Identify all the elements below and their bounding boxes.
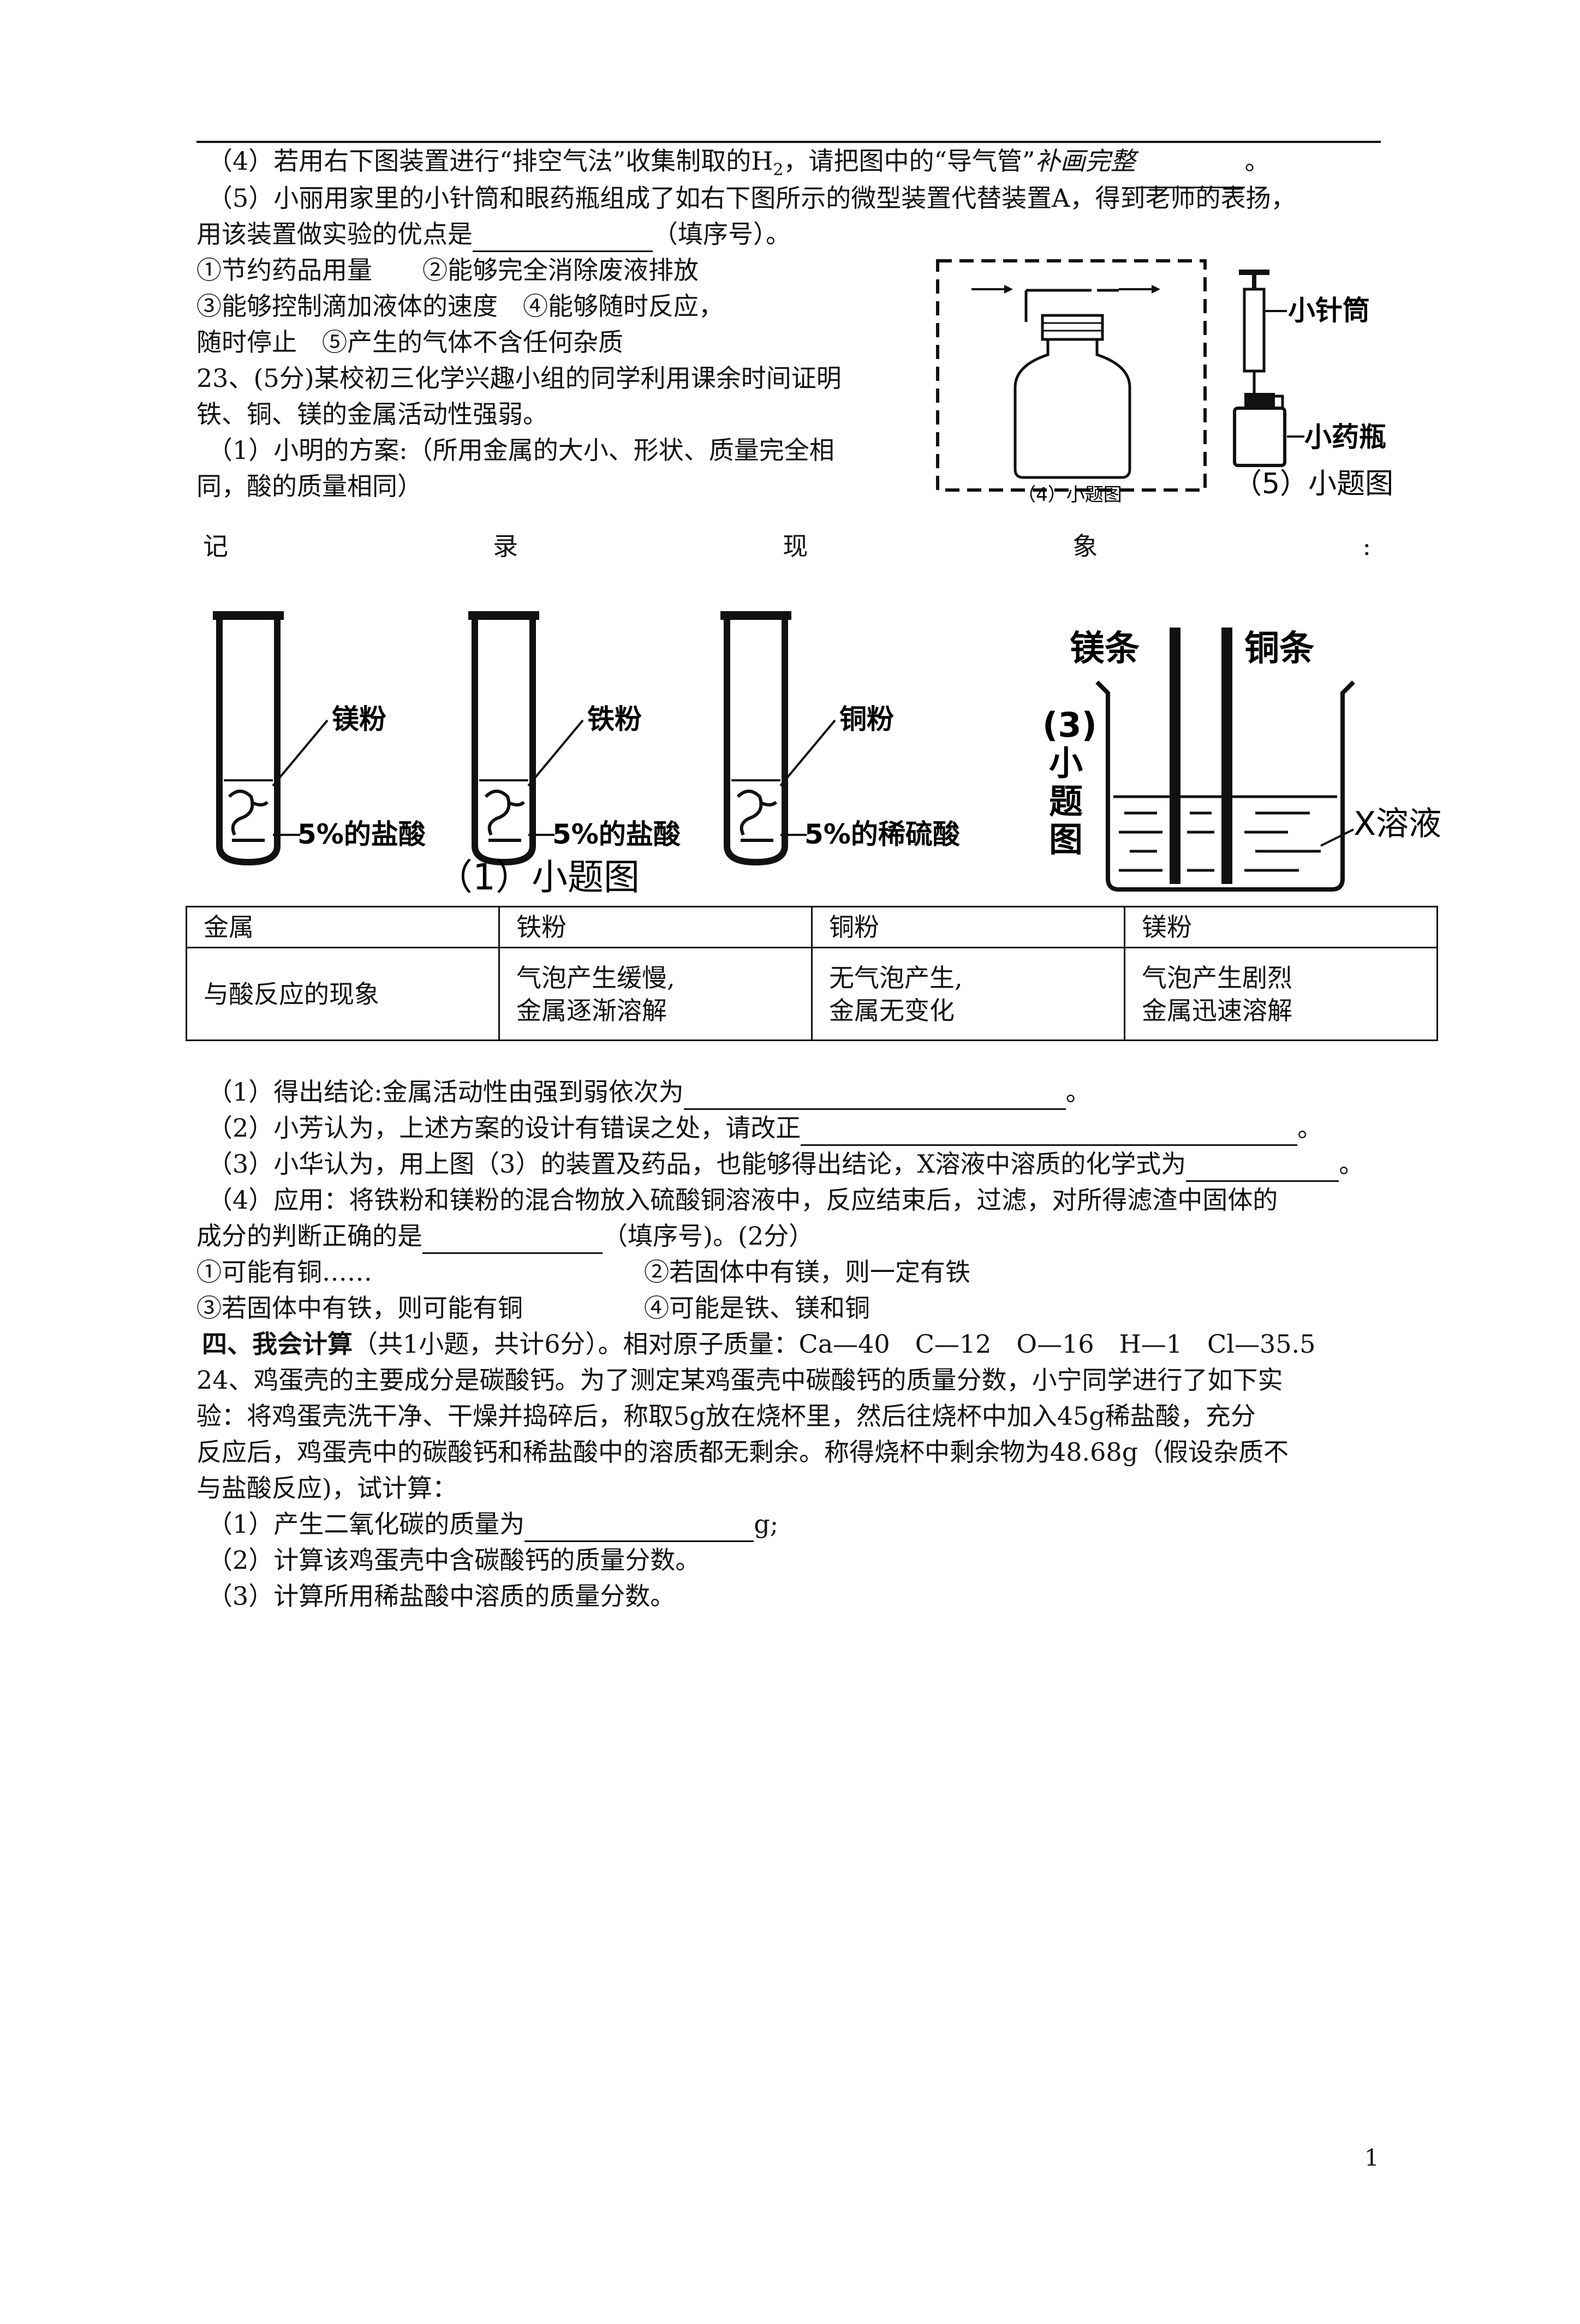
test-tube-3: 铜粉 5%的稀硫酸	[720, 611, 961, 866]
label-h2so4: 5%的稀硫酸	[804, 819, 961, 850]
figure-3-beaker: 镁条 铜条 X溶液 (3) 小 题 图	[1042, 628, 1441, 892]
q23-conclusion-1: （1）得出结论:金属活动性由强到弱依次为。	[207, 1074, 1091, 1110]
stopper	[1041, 314, 1104, 341]
table-cell: 无气泡产生,金属无变化	[811, 947, 1125, 1041]
record-phenomena-line: 记 录 现 象 :	[203, 531, 1371, 561]
bottle-label: 小药瓶	[1304, 421, 1386, 453]
q23-conclusion-4b: 成分的判断正确的是（填序号)。(2分）	[196, 1218, 814, 1254]
figure-5-caption: （5）小题图	[1233, 468, 1393, 500]
q23-line4: 同，酸的质量相同）	[196, 471, 422, 501]
answer-blank[interactable]	[801, 1117, 1298, 1146]
label-cu-powder: 铜粉	[839, 703, 894, 735]
q23-option-4: ④可能是铁、镁和铜	[644, 1293, 870, 1323]
q23-conclusion-3: （3）小华认为，用上图（3）的装置及药品，也能够得出结论，X溶液中溶质的化学式为…	[207, 1146, 1364, 1182]
q23-option-2: ②若固体中有镁，则一定有铁	[644, 1257, 970, 1287]
small-bottle	[1233, 407, 1286, 467]
label-hcl-2: 5%的盐酸	[552, 819, 681, 850]
svg-text:题: 题	[1049, 781, 1083, 821]
out-arrow-head	[1152, 285, 1160, 294]
answer-blank[interactable]	[422, 1225, 603, 1254]
page-number: 1	[1364, 2144, 1379, 2171]
table-header-cell: 铜粉	[811, 906, 1125, 948]
table-row-label: 与酸反应的现象	[186, 947, 500, 1041]
q22-part5-line1: （5）小丽用家里的小针筒和眼药瓶组成了如右下图所示的微型装置代替装置A，得到老师…	[207, 183, 1296, 213]
q22-option-line1: ①节约药品用量 ②能够完全消除废液排放	[196, 255, 699, 285]
answer-blank[interactable]	[1186, 1153, 1339, 1182]
q22-part4-line: （4）若用右下图装置进行“排空气法”收集制取的H2，请把图中的“导气管”补画完整…	[207, 143, 1270, 189]
figure-1-test-tubes: 镁粉 5%的盐酸 铁粉 5%的盐酸 铜粉 5%的稀硫酸 （1）小题图	[213, 611, 961, 898]
q23-conclusion-4a: （4）应用：将铁粉和镁粉的混合物放入硫酸铜溶液中，反应结束后，过滤，对所得滤渣中…	[207, 1185, 1278, 1215]
table-row: 与酸反应的现象 气泡产生缓慢,金属逐渐溶解 无气泡产生,金属无变化 气泡产生剧烈…	[186, 947, 1438, 1041]
q23-conclusion-2: （2）小芳认为，上述方案的设计有错误之处，请改正。	[207, 1110, 1322, 1146]
table-cell: 气泡产生剧烈金属迅速溶解	[1124, 947, 1438, 1041]
label-mg-powder: 镁粉	[332, 703, 386, 735]
q24-paragraph-4: 与盐酸反应)，试计算：	[196, 1473, 457, 1503]
q23-line1: 23、(5分)某校初三化学兴趣小组的同学利用课余时间证明	[196, 363, 842, 393]
table-header-row: 金属 铁粉 铜粉 镁粉	[186, 906, 1438, 948]
in-arrow-head	[1004, 285, 1013, 294]
solution-lines	[1113, 795, 1337, 872]
tube-stub	[1024, 289, 1119, 322]
q24-subquestion-2: （2）计算该鸡蛋壳中含碳酸钙的质量分数。	[207, 1545, 701, 1575]
q23-line3: （1）小明的方案:（所用金属的大小、形状、质量完全相	[207, 435, 834, 465]
q23-option-1: ①可能有铜……	[196, 1257, 372, 1287]
svg-text:图: 图	[1049, 820, 1083, 859]
figure-5-micro-apparatus: 小针筒 小药瓶 （5）小题图	[1233, 270, 1393, 500]
q23-line2: 铁、铜、镁的金属活动性强弱。	[196, 399, 548, 429]
figure-4-caption: （4）小题图	[1017, 484, 1122, 506]
label-hcl-1: 5%的盐酸	[297, 819, 426, 850]
figure-4-gas-bottle: （4）小题图	[936, 259, 1207, 506]
q24-paragraph-3: 反应后，鸡蛋壳中的碳酸钙和稀盐酸中的溶质都无剩余。称得烧杯中剩余物为48.68g…	[196, 1437, 1289, 1467]
results-table: 金属 铁粉 铜粉 镁粉 与酸反应的现象 气泡产生缓慢,金属逐渐溶解 无气泡产生,…	[186, 906, 1438, 1041]
beaker-outline	[1095, 680, 1355, 892]
q22-option-line3: 随时停止 ⑤产生的气体不含任何杂质	[196, 327, 623, 357]
figure-1-caption: （1）小题图	[437, 856, 640, 898]
svg-text:小: 小	[1049, 743, 1083, 783]
label-x-solution: X溶液	[1354, 805, 1441, 843]
label-fe-powder: 铁粉	[587, 703, 642, 735]
q24-heading: 四、我会计算（共1小题，共计6分）。相对原子质量：Ca—40 C—12 O—16…	[202, 1329, 1316, 1359]
q23-option-3: ③若固体中有铁，则可能有铜	[196, 1293, 523, 1323]
cu-strip	[1221, 628, 1232, 884]
q24-paragraph-1: 24、鸡蛋壳的主要成分是碳酸钙。为了测定某鸡蛋壳中碳酸钙的质量分数，小宁同学进行…	[196, 1365, 1283, 1395]
header-rule	[196, 141, 1381, 143]
table-header-cell: 铁粉	[498, 906, 813, 948]
svg-text:(3): (3)	[1042, 705, 1097, 745]
dashed-frame	[936, 259, 1207, 492]
syringe-body	[1243, 288, 1266, 373]
answer-blank[interactable]	[683, 1081, 1066, 1110]
q24-paragraph-2: 验：将鸡蛋壳洗干净、干燥并捣碎后，称取5g放在烧杯里，然后往烧杯中加入45g稀盐…	[196, 1401, 1256, 1431]
answer-blank[interactable]	[524, 1513, 754, 1542]
label-mg-strip: 镁条	[1070, 629, 1140, 669]
q22-part5-line2: 用该装置做实验的优点是（填序号）。	[196, 216, 791, 252]
syringe-label: 小针筒	[1288, 295, 1370, 326]
table-header-cell: 镁粉	[1124, 906, 1438, 948]
answer-blank[interactable]	[473, 223, 653, 252]
answer-blank[interactable]	[1135, 159, 1245, 189]
mg-strip	[1170, 628, 1180, 884]
figure-3-caption: (3) 小 题 图	[1042, 705, 1097, 859]
test-tube-1: 镁粉 5%的盐酸	[213, 611, 426, 866]
table-cell: 气泡产生缓慢,金属逐渐溶解	[498, 947, 813, 1041]
test-tube-2: 铁粉 5%的盐酸	[468, 611, 681, 866]
q22-option-line2: ③能够控制滴加液体的速度 ④能够随时反应，	[196, 291, 724, 321]
label-cu-strip: 铜条	[1244, 629, 1314, 669]
bottle	[1013, 339, 1131, 479]
q24-subquestion-3: （3）计算所用稀盐酸中溶质的质量分数。	[207, 1581, 676, 1611]
table-header-cell: 金属	[186, 906, 500, 948]
